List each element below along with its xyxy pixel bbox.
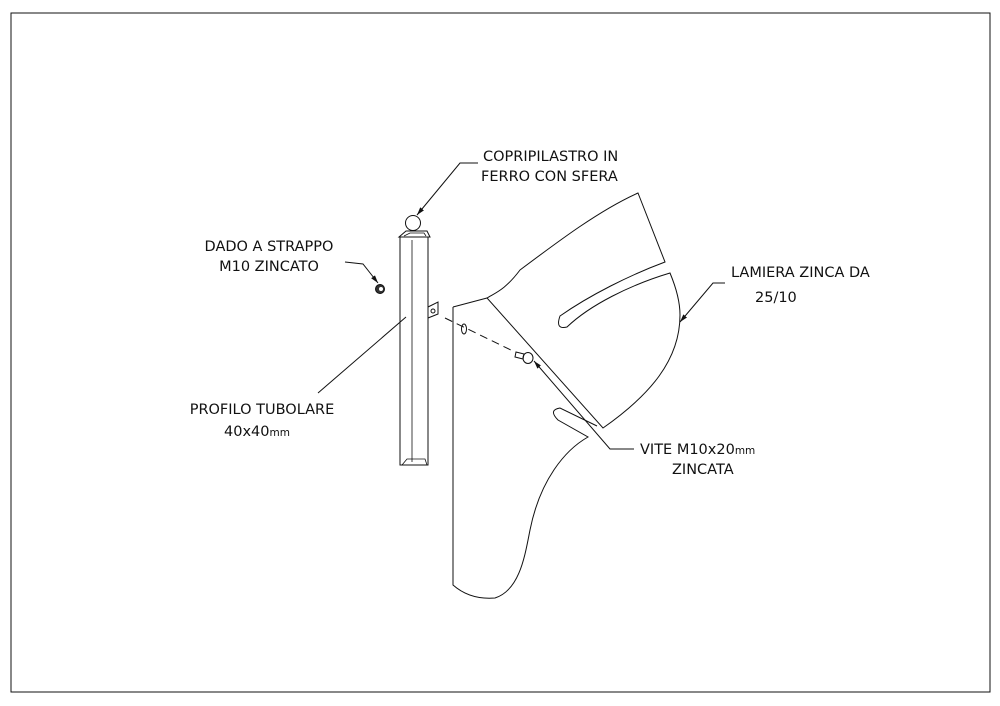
label-lamiera-1: LAMIERA ZINCA DA [731,265,870,281]
leader-profilo [317,316,407,394]
label-dado-1: DADO A STRAPPO [205,239,334,255]
label-vite-2: ZINCATA [672,462,734,478]
tubular-post [397,230,431,466]
hole [461,323,467,335]
sheet-panel [452,192,681,599]
label-profilo-2: 40x40mm [224,424,290,440]
label-dado-2: M10 ZINCATO [219,259,319,275]
label-copripilastro-1: COPRIPILASTRO IN [483,149,618,165]
label-profilo-1: PROFILO TUBOLARE [190,402,335,418]
label-lamiera-2: 25/10 [755,290,797,306]
sphere-cap [405,215,421,231]
leader-dado [344,261,379,284]
screw [514,351,534,364]
leader-vite [533,360,634,450]
sheet-border [10,12,991,693]
leader-lamiera [679,282,725,323]
label-copripilastro-2: FERRO CON SFERA [481,169,618,185]
leader-copripilastro [416,162,478,216]
bracket [427,301,439,319]
rivet-nut [375,284,385,294]
assembly-axis [444,317,516,353]
label-vite-1: VITE M10x20mm [640,442,755,458]
